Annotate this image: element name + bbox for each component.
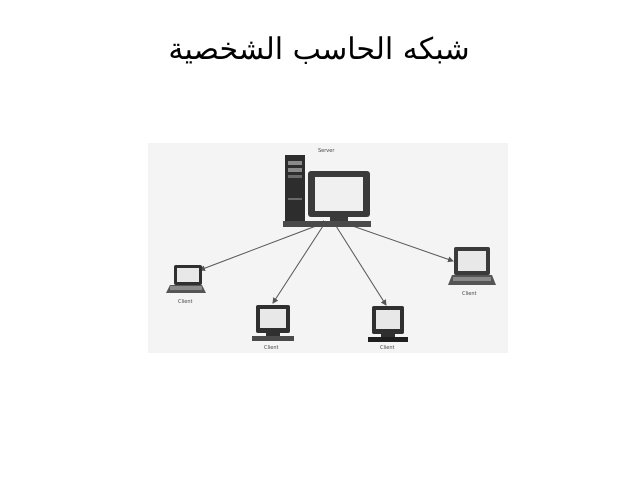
client-label: Client <box>462 291 477 297</box>
client-node: Client <box>252 305 294 351</box>
connection-line-client-2 <box>272 220 329 304</box>
client-label: Client <box>178 299 193 305</box>
client-label: Client <box>380 345 395 351</box>
connection-line-client-4 <box>338 218 454 263</box>
client-label: Client <box>264 345 279 351</box>
laptop-icon <box>166 265 206 293</box>
desktop-computer-icon <box>368 306 408 342</box>
slide-title: شبكه الحاسب الشخصية <box>168 32 470 67</box>
network-diagram: Server Client Client <box>148 143 508 353</box>
client-node: Client <box>368 306 408 351</box>
server-label: Server <box>318 148 335 154</box>
client-node: Client <box>448 247 496 297</box>
network-diagram-svg: Server Client Client <box>166 148 496 351</box>
server-workstation-icon <box>283 155 371 227</box>
desktop-computer-icon <box>252 305 294 341</box>
server-node: Server <box>283 148 371 227</box>
client-node: Client <box>166 265 206 305</box>
laptop-icon <box>448 247 496 285</box>
connection-line-client-3 <box>330 220 387 306</box>
connection-lines <box>199 218 454 306</box>
